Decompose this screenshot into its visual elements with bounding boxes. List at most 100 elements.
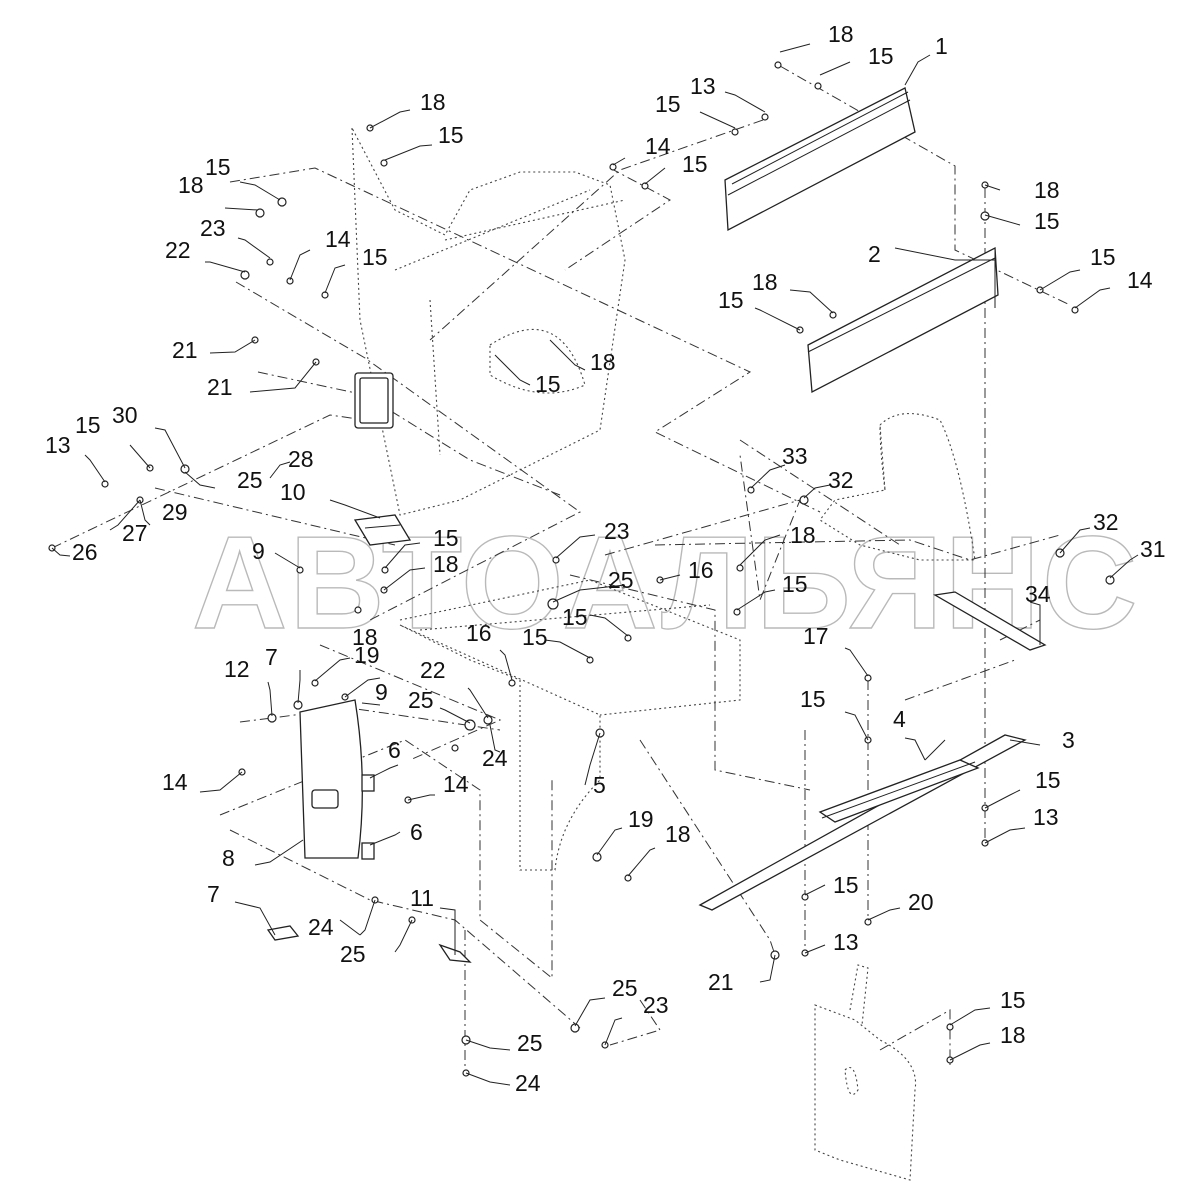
callout-label: 15 [682, 151, 708, 177]
callout-label: 15 [782, 571, 808, 597]
callout-label: 13 [833, 929, 859, 955]
part-7-clip [266, 925, 300, 941]
callout-label: 21 [708, 969, 734, 995]
callout-label: 9 [252, 538, 265, 564]
callout-label: 21 [172, 337, 198, 363]
callout-label: 30 [112, 402, 138, 428]
callout-label: 16 [688, 557, 714, 583]
bottom-shield-plate [814, 964, 917, 1181]
callout-label: 4 [893, 706, 906, 732]
callout-label: 5 [593, 772, 606, 798]
part-5-tunnel-panel [399, 579, 741, 871]
callout-label: 7 [265, 644, 278, 670]
callout-label: 15 [868, 43, 894, 69]
callout-label: 2 [868, 241, 881, 267]
callout-label: 25 [608, 567, 634, 593]
callout-label: 24 [308, 914, 334, 940]
callout-leaders [51, 43, 1139, 1086]
callout-label: 32 [1093, 509, 1119, 535]
callout-label: 18 [790, 522, 816, 548]
callout-label: 15 [562, 604, 588, 630]
callout-label: 12 [224, 656, 250, 682]
callout-label: 31 [1140, 536, 1166, 562]
callout-label: 22 [420, 657, 446, 683]
callout-label: 14 [325, 226, 351, 252]
callout-label: 25 [517, 1030, 543, 1056]
callout-label: 8 [222, 845, 235, 871]
callout-label: 15 [833, 872, 859, 898]
callout-label: 24 [515, 1070, 541, 1096]
callout-label: 32 [828, 467, 854, 493]
callout-label: 25 [237, 467, 263, 493]
callout-label: 13 [1033, 804, 1059, 830]
callout-label: 13 [45, 432, 71, 458]
callout-label: 24 [482, 745, 508, 771]
callout-label: 15 [1035, 767, 1061, 793]
part-1-upper-rail [724, 87, 916, 232]
callout-label: 23 [643, 992, 669, 1018]
callout-label: 6 [410, 819, 423, 845]
part-6-bracket-lower [361, 842, 375, 860]
part-2-middle-rail [807, 246, 999, 394]
callout-label: 29 [162, 499, 188, 525]
callout-label: 19 [354, 642, 380, 668]
callout-labels: 18 15 1 13 15 18 15 14 15 18 15 15 18 23… [45, 21, 1166, 1096]
callout-label: 7 [207, 881, 220, 907]
callout-label: 18 [828, 21, 854, 47]
callout-label: 19 [628, 806, 654, 832]
callout-label: 3 [1062, 727, 1075, 753]
watermark-text: АВТОАЛЬЯНС [192, 509, 1139, 656]
callout-label: 15 [433, 525, 459, 551]
callout-label: 18 [433, 551, 459, 577]
assembly-center-lines [51, 65, 1071, 1075]
callout-label: 11 [410, 885, 434, 911]
part-3-long-rail [698, 734, 1027, 911]
callout-label: 18 [352, 624, 378, 650]
callout-label: 15 [438, 122, 464, 148]
callout-label: 26 [72, 539, 98, 565]
callout-label: 27 [122, 520, 148, 546]
part-34-bar [933, 591, 1047, 651]
callout-label: 15 [718, 287, 744, 313]
callout-label: 9 [375, 679, 388, 705]
callout-label: 15 [75, 412, 101, 438]
callout-label: 18 [178, 172, 204, 198]
callout-label: 1 [935, 33, 948, 59]
callout-label: 10 [280, 479, 306, 505]
callout-label: 15 [1090, 244, 1116, 270]
callout-label: 15 [535, 371, 561, 397]
callout-label: 34 [1025, 581, 1051, 607]
part-6-bracket-upper [361, 774, 375, 792]
callout-label: 22 [165, 237, 191, 263]
callout-label: 15 [522, 624, 548, 650]
callout-label: 18 [665, 821, 691, 847]
callout-label: 15 [800, 686, 826, 712]
callout-label: 28 [288, 446, 314, 472]
callout-label: 20 [908, 889, 934, 915]
callout-label: 17 [803, 623, 829, 649]
callout-label: 14 [443, 771, 469, 797]
callout-label: 15 [362, 244, 388, 270]
part-10-bracket [353, 514, 412, 546]
right-housing [819, 413, 976, 561]
callout-label: 25 [408, 687, 434, 713]
callout-label: 21 [207, 374, 233, 400]
upper-left-housing [351, 127, 626, 516]
callout-label: 25 [340, 941, 366, 967]
callout-label: 18 [590, 349, 616, 375]
callout-label: 15 [1000, 987, 1026, 1013]
callout-label: 23 [200, 215, 226, 241]
callout-label: 18 [752, 269, 778, 295]
callout-label: 23 [604, 518, 630, 544]
callout-label: 14 [1127, 267, 1153, 293]
callout-label: 18 [420, 89, 446, 115]
callout-label: 15 [1034, 208, 1060, 234]
callout-label: 6 [388, 737, 401, 763]
callout-label: 13 [690, 73, 716, 99]
callout-label: 18 [1034, 177, 1060, 203]
callout-label: 14 [162, 769, 188, 795]
callout-label: 15 [655, 91, 681, 117]
part-8-side-cover [299, 699, 363, 859]
callout-label: 18 [1000, 1022, 1026, 1048]
